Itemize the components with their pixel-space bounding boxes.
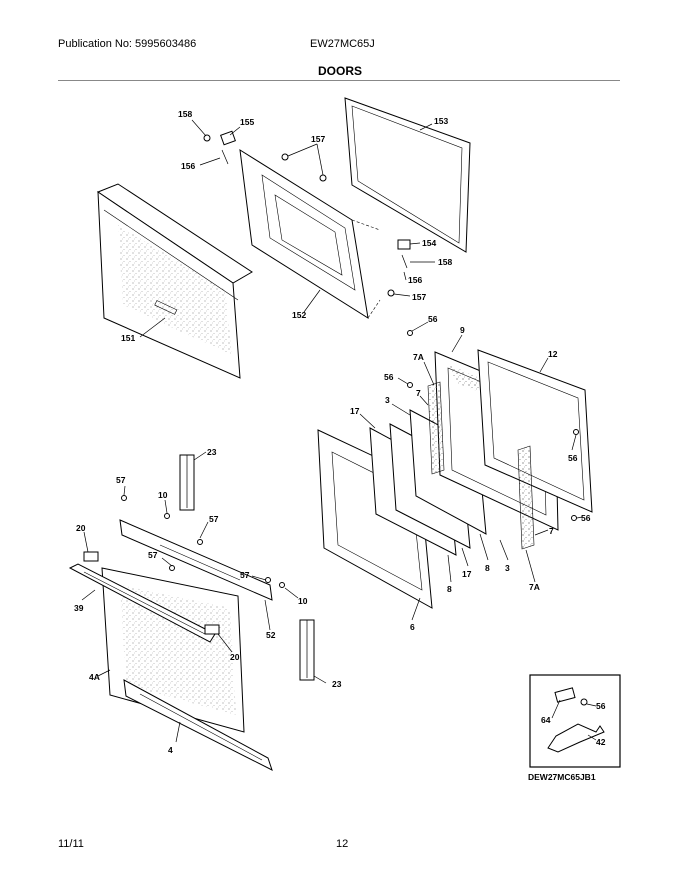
callout-10: 10 bbox=[298, 596, 308, 606]
callout-23: 23 bbox=[332, 679, 342, 689]
footer-date: 11/11 bbox=[58, 838, 84, 850]
leader-lines-middle bbox=[359, 321, 583, 621]
callout-4: 4 bbox=[168, 745, 173, 755]
publication-number: Publication No: 5995603486 bbox=[58, 38, 197, 50]
callout-3: 3 bbox=[505, 563, 510, 573]
leader-lines-lower bbox=[81, 451, 327, 743]
callout-56: 56 bbox=[428, 314, 438, 324]
callout-20: 20 bbox=[230, 652, 240, 662]
leader-lines-upper bbox=[139, 119, 435, 338]
inner-door-liner-152 bbox=[239, 149, 381, 320]
page-title: DOORS bbox=[317, 64, 362, 78]
top-trim-52 bbox=[119, 519, 273, 601]
callout-12: 12 bbox=[548, 349, 558, 359]
screws-57-10 bbox=[121, 495, 285, 588]
callout-7: 7 bbox=[416, 388, 421, 398]
inset-callout-42: 42 bbox=[596, 737, 606, 747]
callout-156: 156 bbox=[408, 275, 422, 285]
callout-20: 20 bbox=[76, 523, 86, 533]
callout-158: 158 bbox=[178, 109, 192, 119]
bottom-trim-4 bbox=[123, 679, 273, 771]
callout-7A: 7A bbox=[413, 352, 424, 362]
callout-157: 157 bbox=[412, 292, 426, 302]
door-gasket-153 bbox=[344, 97, 471, 253]
model-number: EW27MC65J bbox=[310, 38, 375, 50]
callout-7: 7 bbox=[549, 526, 554, 536]
callout-57: 57 bbox=[116, 475, 126, 485]
header-divider bbox=[58, 80, 620, 81]
callout-10: 10 bbox=[158, 490, 168, 500]
callout-17: 17 bbox=[462, 569, 472, 579]
inset-callout-56: 56 bbox=[596, 701, 606, 711]
outer-gasket-12 bbox=[477, 349, 593, 513]
callout-56: 56 bbox=[384, 372, 394, 382]
callout-6: 6 bbox=[410, 622, 415, 632]
side-insulation-7A bbox=[427, 381, 535, 550]
callout-154: 154 bbox=[422, 238, 436, 248]
screws-56 bbox=[407, 330, 579, 521]
diagram-code: DEW27MC65JB1 bbox=[528, 772, 596, 782]
callout-23: 23 bbox=[207, 447, 217, 457]
callout-9: 9 bbox=[460, 325, 465, 335]
inset-callout-64: 64 bbox=[541, 715, 551, 725]
callout-158: 158 bbox=[438, 257, 452, 267]
callout-7A: 7A bbox=[529, 582, 540, 592]
callout-3: 3 bbox=[385, 395, 390, 405]
inset-box bbox=[529, 674, 621, 768]
callout-153: 153 bbox=[434, 116, 448, 126]
callout-57: 57 bbox=[209, 514, 219, 524]
callout-56: 56 bbox=[581, 513, 591, 523]
callout-8: 8 bbox=[447, 584, 452, 594]
callout-155: 155 bbox=[240, 117, 254, 127]
callout-152: 152 bbox=[292, 310, 306, 320]
callout-4A: 4A bbox=[89, 672, 100, 682]
callout-57: 57 bbox=[148, 550, 158, 560]
callout-157: 157 bbox=[311, 134, 325, 144]
callout-labels: 158 155 156 157 153 154 158 156 157 152 … bbox=[74, 109, 606, 782]
page-number: 12 bbox=[336, 838, 349, 850]
outer-door-panel-151 bbox=[96, 183, 253, 379]
callout-57: 57 bbox=[240, 570, 250, 580]
callout-52: 52 bbox=[266, 630, 276, 640]
callout-156: 156 bbox=[181, 161, 195, 171]
handle-endcaps-20 bbox=[83, 551, 220, 635]
hinges-23 bbox=[179, 454, 315, 681]
callout-151: 151 bbox=[121, 333, 135, 343]
callout-39: 39 bbox=[74, 603, 84, 613]
callout-56: 56 bbox=[568, 453, 578, 463]
callout-17: 17 bbox=[350, 406, 360, 416]
callout-8: 8 bbox=[485, 563, 490, 573]
